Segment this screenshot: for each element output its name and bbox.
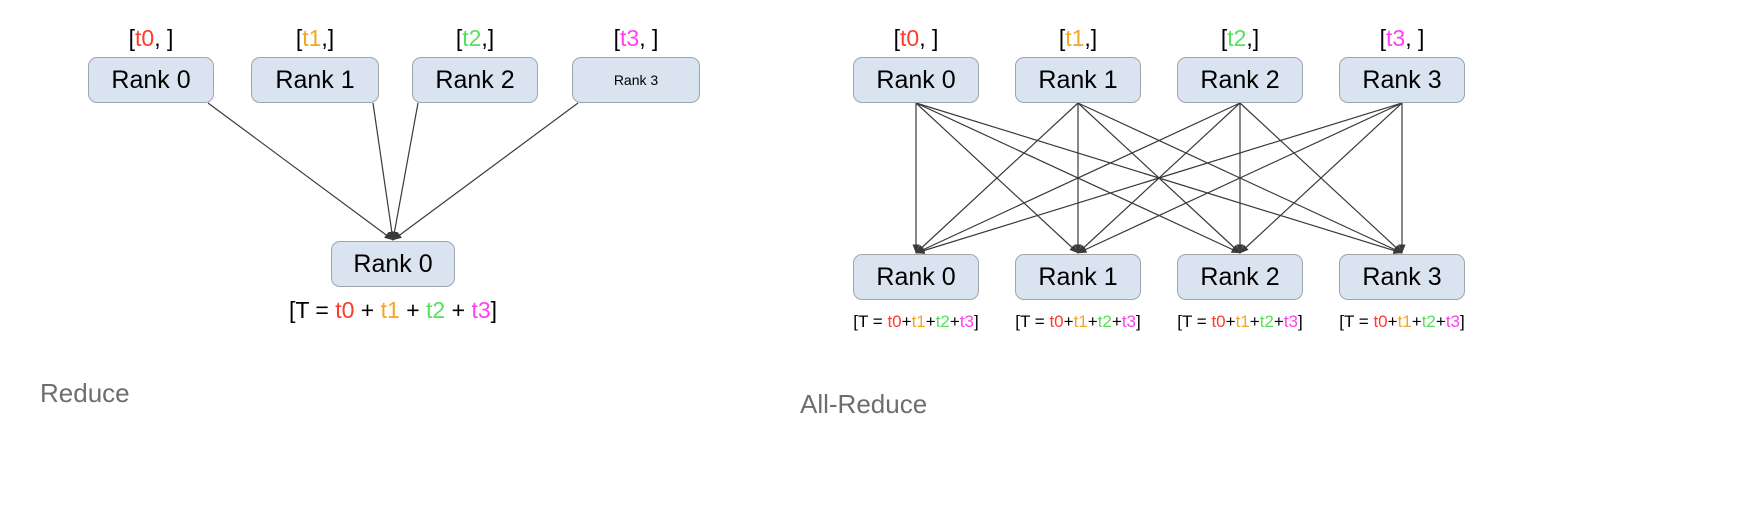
connection-line [1239,102,1403,254]
all-reduce-tensor-label-0: [t0, ] [893,25,939,51]
reduce-source-node-1: Rank 1 [251,57,379,103]
all-reduce-source-node-2: Rank 2 [1177,57,1303,103]
reduce-dest-node: Rank 0 [331,241,455,287]
all-reduce-source-node-1: Rank 1 [1015,57,1141,103]
tensor-token-t0: t0 [900,25,920,51]
tensor-token-t3: t3 [620,25,640,51]
connection-line [391,102,419,241]
formula-token-t3: t3 [1445,312,1461,331]
formula-token-t2: t2 [1097,312,1112,331]
formula-token-t1: t1 [911,312,926,331]
reduce-tensor-label-2: [t2,] [455,25,495,51]
formula-token-t1: t1 [1397,312,1412,331]
connection-line [915,102,1079,254]
all-reduce-dest-node-2: Rank 2 [1177,254,1303,300]
all-reduce-result-formula-3: [T = t0+t1+t2+t3] [1339,312,1465,331]
all-reduce-result-formula-2: [T = t0+t1+t2+t3] [1177,312,1303,331]
connection-line [392,102,579,241]
tensor-token-t2: t2 [462,25,482,51]
formula-token-t1: t1 [1073,312,1088,331]
all-reduce-tensor-label-3: [t3, ] [1379,25,1425,51]
tensor-token-t1: t1 [1065,25,1085,51]
reduce-tensor-label-3: [t3, ] [613,25,659,51]
reduce-result-formula: [T = t0 + t1 + t2 + t3] [288,297,498,323]
formula-token-t2: t2 [935,312,950,331]
tensor-token-t0: t0 [135,25,155,51]
formula-token-t0: t0 [335,297,355,323]
all-reduce-dest-node-1: Rank 1 [1015,254,1141,300]
reduce-source-node-3: Rank 3 [572,57,700,103]
formula-token-t2: t2 [1421,312,1436,331]
all-reduce-source-node-3: Rank 3 [1339,57,1465,103]
tensor-token-t3: t3 [1386,25,1406,51]
formula-token-t3: t3 [471,297,491,323]
formula-token-t3: t3 [1283,312,1299,331]
formula-token-t0: t0 [887,312,902,331]
formula-token-t0: t0 [1049,312,1064,331]
all-reduce-source-node-0: Rank 0 [853,57,979,103]
all-reduce-tensor-label-1: [t1,] [1058,25,1098,51]
reduce-tensor-label-0: [t0, ] [128,25,174,51]
connection-line [915,102,1403,254]
all-reduce-result-formula-1: [T = t0+t1+t2+t3] [1015,312,1141,331]
all-reduce-dest-node-3: Rank 3 [1339,254,1465,300]
reduce-tensor-label-1: [t1,] [295,25,335,51]
reduce-source-node-2: Rank 2 [412,57,538,103]
formula-token-t2: t2 [1259,312,1274,331]
tensor-token-t2: t2 [1227,25,1247,51]
formula-token-t0: t0 [1211,312,1226,331]
formula-token-t1: t1 [1235,312,1250,331]
formula-token-t3: t3 [959,312,975,331]
tensor-token-t1: t1 [302,25,322,51]
connection-line [372,102,396,241]
formula-token-t1: t1 [380,297,400,323]
reduce-section-caption: Reduce [40,378,130,408]
connection-line [207,102,394,241]
connection-line [1077,102,1403,254]
formula-token-t2: t2 [426,297,446,323]
all-reduce-result-formula-0: [T = t0+t1+t2+t3] [853,312,979,331]
connection-line [915,102,1241,254]
reduce-source-node-0: Rank 0 [88,57,214,103]
all-reduce-dest-node-0: Rank 0 [853,254,979,300]
formula-token-t3: t3 [1121,312,1137,331]
all-reduce-edges [912,102,1406,254]
all-reduce-section-caption: All-Reduce [800,389,928,419]
all-reduce-tensor-label-2: [t2,] [1220,25,1260,51]
formula-token-t0: t0 [1373,312,1388,331]
reduce-edges [207,102,579,241]
